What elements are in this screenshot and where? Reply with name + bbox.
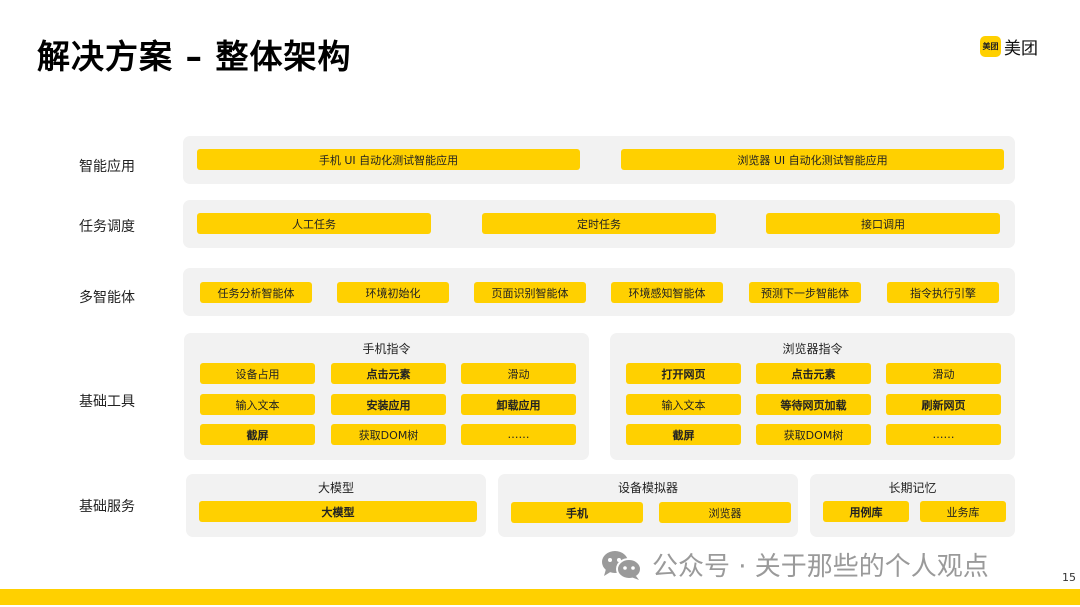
brand-name: 美团 [1004,39,1038,59]
chip-install-app: 安装应用 [331,394,446,415]
slide-title: 解决方案 – 整体架构 [37,37,352,76]
chip-click-element: 点击元素 [331,363,446,384]
multi-agent-panel: 任务分析智能体 环境初始化 页面识别智能体 环境感知智能体 预测下一步智能体 指… [183,268,1015,316]
brand-logo: 美团 美团 [980,34,1038,59]
watermark-text: 公众号 · 关于那些的个人观点 [652,552,989,582]
layer-label-multi-agent: 多智能体 [79,290,135,306]
layer-label-smart-apps: 智能应用 [79,159,135,175]
group-title-mobile-commands: 手机指令 [362,342,411,356]
chip-swipe: 滑动 [886,363,1001,384]
group-title-llm: 大模型 [317,481,354,495]
layer-label-task-scheduling: 任务调度 [79,219,135,235]
chip-env-init: 环境初始化 [337,282,449,303]
chip-more: …… [461,424,576,445]
chip-next-step-prediction-agent: 预测下一步智能体 [749,282,861,303]
mobile-commands-group: 手机指令 设备占用 点击元素 滑动 输入文本 安装应用 卸载应用 截屏 获取DO… [184,333,589,460]
chip-page-recognition-agent: 页面识别智能体 [474,282,586,303]
chip-get-dom-tree: 获取DOM树 [331,424,446,445]
chip-command-execution-engine: 指令执行引擎 [887,282,999,303]
layer-label-base-services: 基础服务 [79,499,135,515]
chip-api-call: 接口调用 [766,213,1000,234]
smart-apps-panel: 手机 UI 自动化测试智能应用 浏览器 UI 自动化测试智能应用 [183,136,1015,184]
page-number: 15 [1062,571,1076,584]
chip-swipe: 滑动 [461,363,576,384]
chip-uninstall-app: 卸载应用 [461,394,576,415]
chip-browser: 浏览器 [659,502,791,523]
chip-business-library: 业务库 [920,501,1006,522]
chip-wait-page-load: 等待网页加载 [756,394,871,415]
chip-input-text: 输入文本 [200,394,315,415]
chip-device-occupy: 设备占用 [200,363,315,384]
group-title-browser-commands: 浏览器指令 [782,342,843,356]
chip-scheduled-task: 定时任务 [482,213,716,234]
group-title-device-simulator: 设备模拟器 [617,481,678,495]
chip-task-analysis-agent: 任务分析智能体 [200,282,312,303]
watermark: 公众号 · 关于那些的个人观点 [600,546,989,583]
wechat-icon [602,550,642,580]
bottom-accent-bar [0,589,1080,605]
chip-env-perception-agent: 环境感知智能体 [611,282,723,303]
chip-refresh-page: 刷新网页 [886,394,1001,415]
meituan-logo-icon: 美团 [980,36,1001,57]
chip-manual-task: 人工任务 [197,213,431,234]
long-term-memory-group: 长期记忆 用例库 业务库 [810,474,1015,537]
chip-open-page: 打开网页 [626,363,741,384]
chip-screenshot: 截屏 [200,424,315,445]
task-scheduling-panel: 人工任务 定时任务 接口调用 [183,200,1015,248]
chip-screenshot: 截屏 [626,424,741,445]
chip-mobile-ui-app: 手机 UI 自动化测试智能应用 [197,149,580,170]
device-simulator-group: 设备模拟器 手机 浏览器 [498,474,798,537]
chip-get-dom-tree: 获取DOM树 [756,424,871,445]
chip-phone: 手机 [511,502,643,523]
chip-more: …… [886,424,1001,445]
group-title-long-term-memory: 长期记忆 [888,481,937,495]
chip-case-library: 用例库 [823,501,909,522]
chip-click-element: 点击元素 [756,363,871,384]
llm-group: 大模型 大模型 [186,474,486,537]
layer-label-base-tools: 基础工具 [79,394,135,410]
chip-input-text: 输入文本 [626,394,741,415]
browser-commands-group: 浏览器指令 打开网页 点击元素 滑动 输入文本 等待网页加载 刷新网页 截屏 获… [610,333,1015,460]
chip-browser-ui-app: 浏览器 UI 自动化测试智能应用 [621,149,1004,170]
chip-llm: 大模型 [199,501,477,522]
